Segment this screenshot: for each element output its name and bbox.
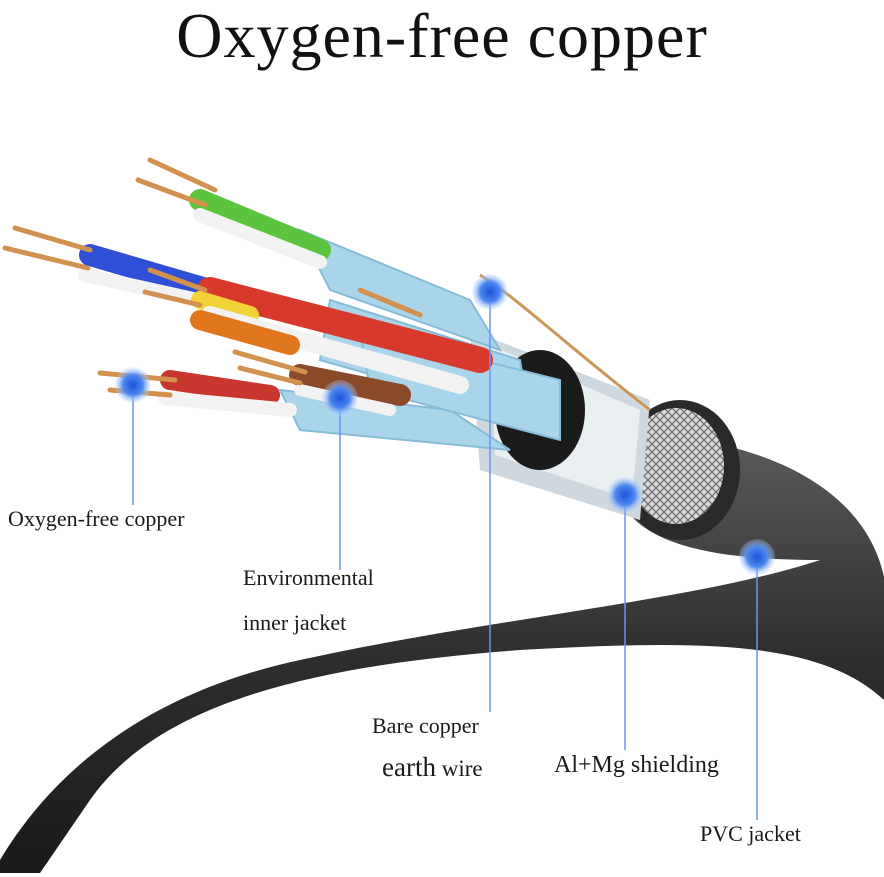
label-bare-copper: Bare copper <box>372 713 479 738</box>
wire-pairs <box>78 189 493 417</box>
label-earth-wire: earth wire <box>382 752 483 783</box>
page-title: Oxygen-free copper <box>176 0 708 71</box>
copper-conductors <box>2 157 423 398</box>
leader-lines <box>132 292 758 820</box>
label-inner-jacket: inner jacket <box>243 610 347 635</box>
label-oxygen-free-copper: Oxygen-free copper <box>8 506 185 531</box>
pvc-jacket-body <box>0 400 884 873</box>
label-earth: earth <box>382 752 436 782</box>
label-al-mg-shielding: Al+Mg shielding <box>554 752 719 778</box>
marker-dots <box>115 274 775 575</box>
label-pvc-jacket: PVC jacket <box>700 821 801 846</box>
label-environmental: Environmental <box>243 565 374 590</box>
label-wire: wire <box>435 756 483 781</box>
